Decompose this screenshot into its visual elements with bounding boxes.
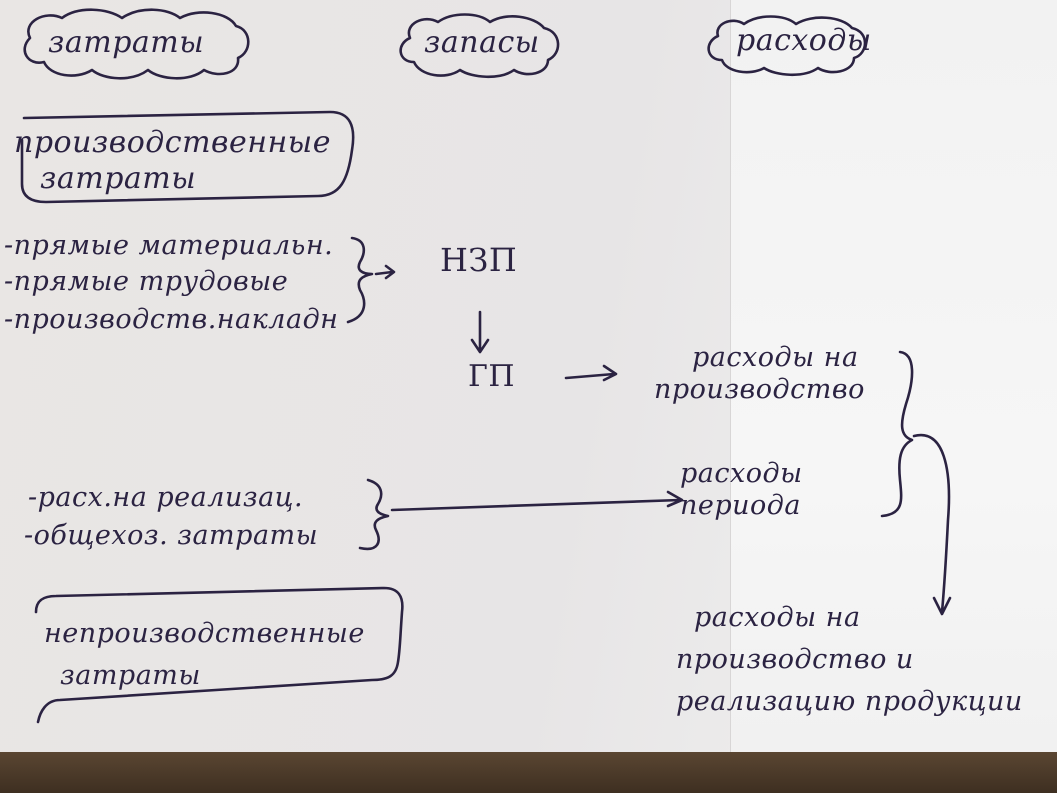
header-inventory: запасы xyxy=(424,25,540,60)
arrow-to-wip xyxy=(374,264,396,280)
production-item-direct-labor: -прямые трудовые xyxy=(4,266,289,297)
total-expenses-line1: расходы на xyxy=(694,602,861,633)
cloud-costs xyxy=(23,8,250,80)
arrow-fg-to-production-expenses xyxy=(564,364,618,382)
table-surface xyxy=(0,752,1057,793)
arrow-to-total-expenses xyxy=(912,433,952,616)
cloud-expenses xyxy=(707,15,867,77)
period-expenses-line1: расходы xyxy=(680,458,803,489)
total-expenses-line3: реализацию продукции xyxy=(676,686,1023,717)
brace-right-group xyxy=(880,350,914,518)
brace-period xyxy=(358,478,390,551)
wip-label: НЗП xyxy=(440,241,518,279)
nonproduction-costs-title-line1: непроизводственные xyxy=(44,618,365,649)
production-item-direct-materials: -прямые материальн. xyxy=(4,230,334,261)
finished-goods-label: ГП xyxy=(468,359,516,394)
paper-fold-panel xyxy=(730,0,1057,793)
box-production-costs xyxy=(20,110,355,204)
cloud-inventory xyxy=(399,13,560,79)
arrow-wip-to-fg xyxy=(470,310,490,354)
brace-production xyxy=(346,236,374,324)
header-costs: затраты xyxy=(48,25,205,60)
arrow-period-to-period-expenses xyxy=(390,490,684,512)
period-item-admin: -общехоз. затраты xyxy=(24,520,319,551)
production-expenses-line2: производство xyxy=(654,374,865,405)
header-expenses: расходы xyxy=(736,23,872,58)
total-expenses-line2: производство и xyxy=(676,644,914,675)
production-expenses-line1: расходы на xyxy=(692,342,859,373)
box-nonproduction-costs xyxy=(34,586,404,724)
production-costs-title-line1: производственные xyxy=(14,125,331,160)
period-item-selling: -расх.на реализац. xyxy=(28,482,304,513)
production-item-overhead: -производств.накладн xyxy=(4,304,339,335)
nonproduction-costs-title-line2: затраты xyxy=(60,660,201,691)
period-expenses-line2: периода xyxy=(680,490,802,521)
production-costs-title-line2: затраты xyxy=(40,161,197,196)
